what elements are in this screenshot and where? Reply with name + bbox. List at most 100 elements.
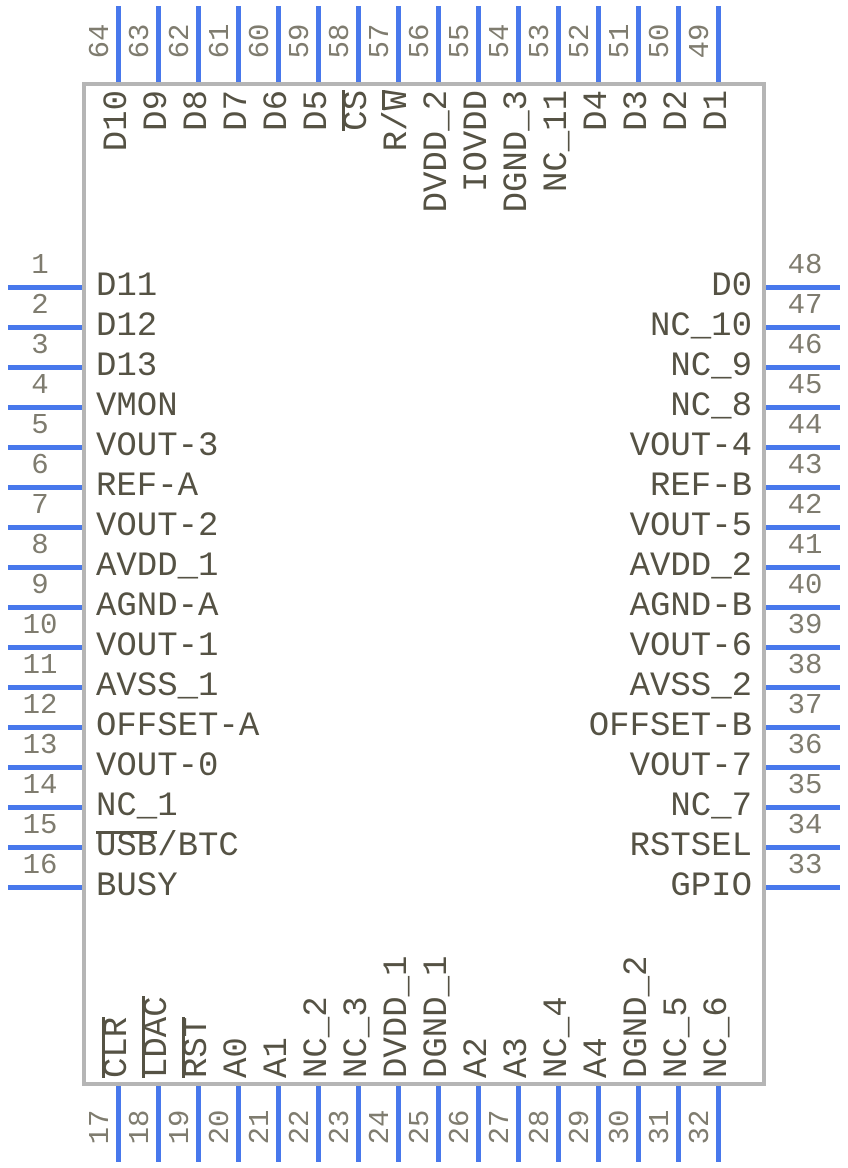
pin-name-segment: NC_8 (670, 388, 752, 426)
pin-2-name: D12 (96, 308, 157, 346)
pin-24-number: 24 (364, 1109, 397, 1145)
pin-name-segment: NC_7 (670, 788, 752, 826)
pin-33-lead (766, 885, 840, 890)
pin-55-name: IOVDD (459, 90, 497, 340)
pin-33-name: GPIO (670, 868, 752, 906)
pin-50-lead (676, 6, 681, 82)
pin-59-number: 59 (284, 23, 317, 59)
pin-name-segment: D7 (219, 90, 257, 131)
pin-name-segment: AVSS_1 (96, 668, 219, 706)
pin-49-name: D1 (699, 90, 737, 340)
pin-57-lead (396, 6, 401, 82)
pin-20-name: A0 (219, 828, 257, 1078)
pin-64-number: 64 (84, 23, 117, 59)
pin-40-number: 40 (787, 569, 823, 602)
pin-5-name: VOUT-3 (96, 428, 218, 466)
pin-55-lead (476, 6, 481, 82)
pin-47-lead (766, 325, 840, 330)
pin-60-lead (276, 6, 281, 82)
pin-11-lead (8, 685, 82, 690)
pin-51-name: D3 (619, 90, 657, 340)
pin-37-number: 37 (787, 689, 823, 722)
pin-57-number: 57 (364, 23, 397, 59)
pin-23-lead (356, 1086, 361, 1162)
pin-35-lead (766, 805, 840, 810)
pin-27-lead (516, 1086, 521, 1162)
pin-17-lead (116, 1086, 121, 1162)
pin-name-segment: NC_9 (670, 348, 752, 386)
pin-6-number: 6 (31, 449, 49, 482)
pin-41-lead (766, 565, 840, 570)
pin-34-lead (766, 845, 840, 850)
pin-53-lead (556, 6, 561, 82)
pin-name-segment: A3 (499, 1037, 537, 1078)
pin-22-number: 22 (284, 1109, 317, 1145)
pin-39-number: 39 (787, 609, 823, 642)
pin-name-segment: D12 (96, 308, 158, 346)
pin-19-lead (196, 1086, 201, 1162)
pin-name-segment: A2 (459, 1037, 497, 1078)
pin-52-name: D4 (579, 90, 617, 340)
pin-name-segment: A0 (219, 1037, 257, 1078)
pin-21-name: A1 (259, 828, 297, 1078)
pin-3-lead (8, 365, 82, 370)
pin-name-segment: VOUT-2 (96, 508, 219, 546)
pin-27-number: 27 (484, 1109, 517, 1145)
pin-name-segment: REF-A (96, 468, 199, 506)
ic-body (82, 82, 766, 1086)
pin-25-name: DGND_1 (419, 828, 457, 1078)
pin-54-name: DGND_3 (499, 90, 537, 340)
pin-name-segment: D2 (659, 90, 697, 131)
pin-8-lead (8, 565, 82, 570)
pin-name-segment: A1 (259, 1037, 297, 1078)
pin-43-number: 43 (787, 449, 823, 482)
pin-6-lead (8, 485, 82, 490)
pin-23-name: NC_3 (339, 828, 377, 1078)
pin-16-number: 16 (22, 849, 58, 882)
pin-name-overline-segment: CLR (99, 1016, 137, 1078)
pin-32-lead (716, 1086, 721, 1162)
pin-51-number: 51 (604, 23, 637, 59)
pin-17-name: CLR (99, 828, 137, 1078)
pin-45-name: NC_8 (670, 388, 752, 426)
pin-name-segment: OFFSET-A (96, 708, 260, 746)
pin-53-number: 53 (524, 23, 557, 59)
pin-37-name: OFFSET-B (589, 708, 752, 746)
pin-7-lead (8, 525, 82, 530)
pin-name-segment: AVDD_1 (96, 548, 219, 586)
pin-54-number: 54 (484, 23, 517, 59)
pin-22-name: NC_2 (299, 828, 337, 1078)
pin-61-number: 61 (204, 23, 237, 59)
pin-name-segment: REF-B (649, 468, 752, 506)
pin-name-segment: AGND-B (629, 588, 752, 626)
pin-name-segment: D9 (139, 90, 177, 131)
pin-24-name: DVDD_1 (379, 828, 417, 1078)
pin-43-lead (766, 485, 840, 490)
pin-2-lead (8, 325, 82, 330)
pin-56-name: DVDD_2 (419, 90, 457, 340)
pin-39-name: VOUT-6 (630, 628, 752, 666)
pin-3-name: D13 (96, 348, 157, 386)
pin-23-number: 23 (324, 1109, 357, 1145)
pin-name-segment: OFFSET-B (588, 708, 752, 746)
pin-name-overline-segment: LDAC (139, 996, 177, 1078)
pin-5-lead (8, 445, 82, 450)
pin-58-number: 58 (324, 23, 357, 59)
pin-7-number: 7 (31, 489, 49, 522)
pin-30-number: 30 (604, 1109, 637, 1145)
pin-8-number: 8 (31, 529, 49, 562)
pin-name-overline-segment: W (379, 90, 417, 111)
pin-47-number: 47 (787, 289, 823, 322)
pin-29-number: 29 (564, 1109, 597, 1145)
pin-34-number: 34 (787, 809, 823, 842)
pin-name-segment: D13 (96, 348, 158, 386)
pin-10-name: VOUT-1 (96, 628, 218, 666)
pin-name-segment: RSTSEL (629, 828, 752, 866)
pin-30-lead (636, 1086, 641, 1162)
pin-40-lead (766, 605, 840, 610)
pin-39-lead (766, 645, 840, 650)
pin-61-lead (236, 6, 241, 82)
pin-7-name: VOUT-2 (96, 508, 218, 546)
pin-59-lead (316, 6, 321, 82)
pin-64-name: D10 (99, 90, 137, 340)
